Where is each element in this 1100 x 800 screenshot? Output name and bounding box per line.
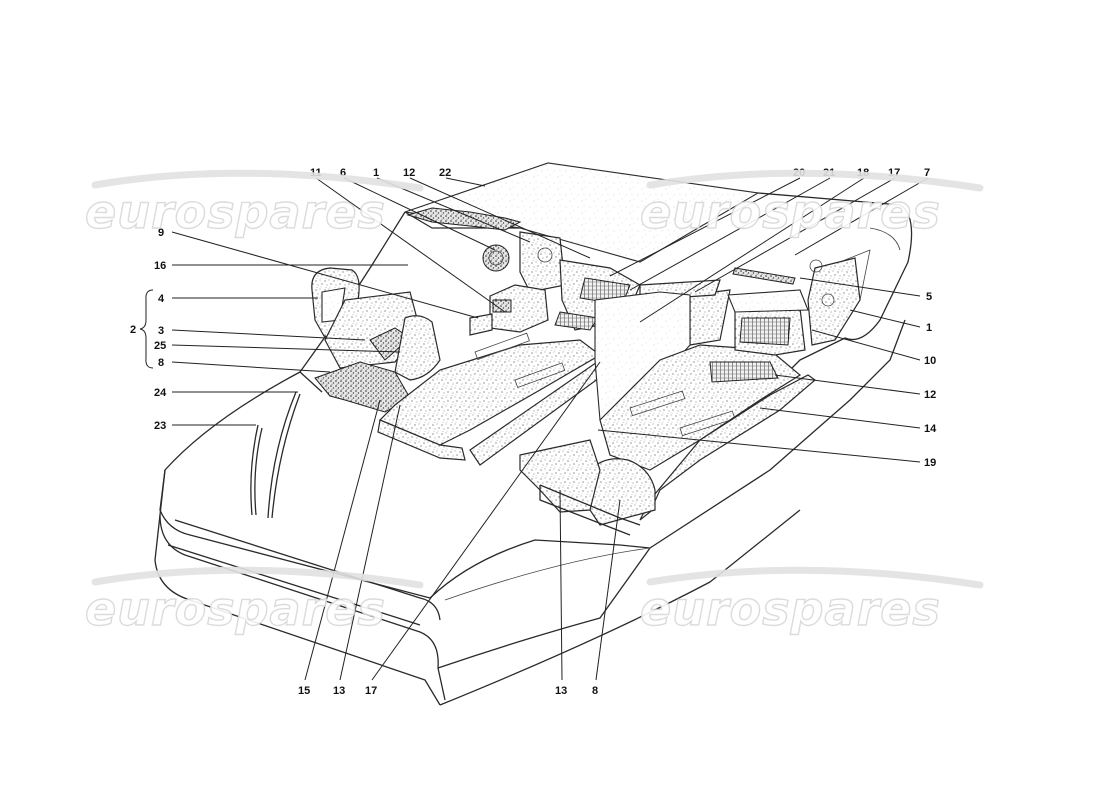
front-hood (159, 371, 431, 599)
callout-13-bottom-left: 13 (333, 685, 345, 697)
callout-24: 24 (154, 387, 167, 399)
callout-19: 19 (924, 457, 936, 469)
callout-23: 23 (154, 420, 166, 432)
right-lower-body (429, 539, 651, 599)
sill-trim-13 (377, 419, 466, 461)
callout-8-left: 8 (158, 357, 164, 369)
rear-shelf-trim (406, 207, 522, 231)
callout-15: 15 (298, 685, 310, 697)
callout-22: 22 (439, 167, 451, 179)
hood-seal-23 (250, 424, 259, 516)
callout-1-right: 1 (926, 322, 932, 334)
grille-12-lower (709, 361, 779, 383)
callout-17-bottom: 17 (365, 685, 377, 697)
callout-12-top: 12 (403, 167, 415, 179)
leader-lines (171, 177, 929, 681)
callout-12-right: 12 (924, 389, 936, 401)
callout-5: 5 (926, 291, 932, 303)
interior-components (311, 207, 861, 536)
callout-7: 7 (924, 167, 930, 179)
hood-seal-24 (267, 391, 297, 519)
callout-8-bottom: 8 (592, 685, 598, 697)
car-body (154, 162, 913, 706)
callout-3: 3 (158, 325, 164, 337)
front-face (159, 469, 446, 701)
tray-9 (469, 313, 493, 336)
right-quarter-panel (757, 192, 913, 391)
callout-10: 10 (924, 355, 936, 367)
watermark-top-left: eurospares (85, 185, 386, 239)
rear-well-right (689, 289, 731, 346)
callout-2: 2 (130, 324, 136, 336)
wheel-arch-8 (589, 458, 656, 526)
callout-4: 4 (158, 293, 165, 305)
callout-13-bottom-right: 13 (555, 685, 567, 697)
speaker-6 (482, 244, 510, 272)
callout-14: 14 (924, 423, 937, 435)
console-25 (394, 315, 441, 381)
watermarks: eurospares eurospares eurospares eurospa… (84, 169, 984, 637)
callout-16: 16 (154, 260, 166, 272)
grille-12-upper (739, 317, 791, 346)
front-floor-lower-right (519, 439, 601, 513)
callout-25: 25 (154, 340, 166, 352)
callout-1-top: 1 (373, 167, 379, 179)
callout-9: 9 (158, 227, 164, 239)
watermark-bottom-left: eurospares (85, 582, 386, 636)
bracket-2 (139, 289, 154, 369)
strip-5 (732, 267, 796, 285)
watermark-bottom-right: eurospares (640, 582, 941, 636)
tray-right (727, 289, 809, 313)
callout-6: 6 (340, 167, 346, 179)
rear-side-panel-left (519, 231, 566, 293)
watermark-top-right: eurospares (640, 185, 941, 239)
